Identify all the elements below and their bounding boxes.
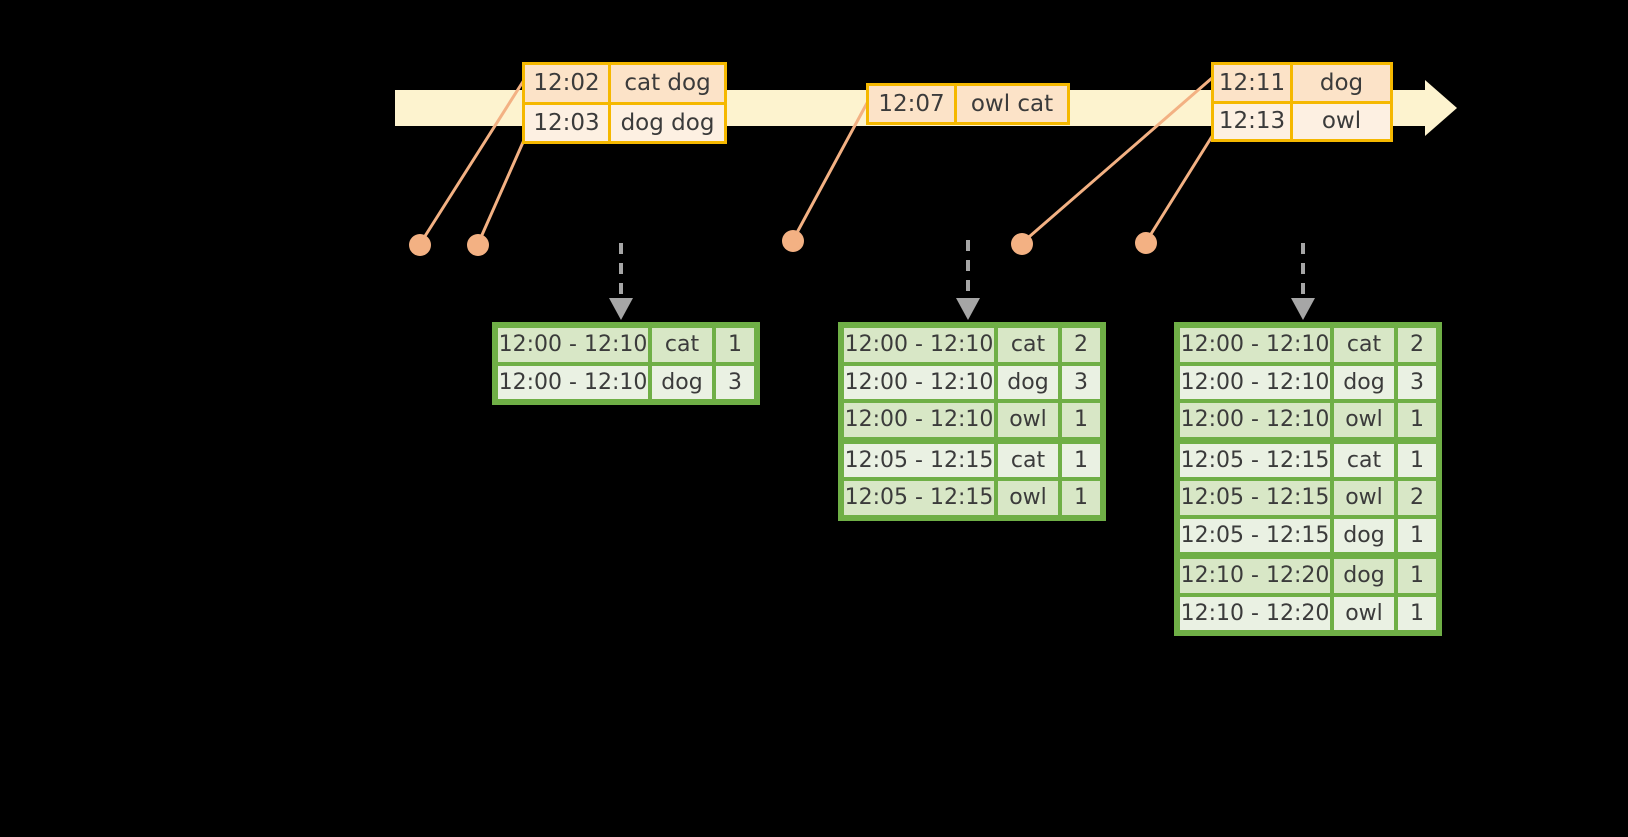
event-words: dog [1293,65,1390,101]
event-dot-5 [1135,232,1157,254]
cell-count: 2 [1397,480,1437,516]
event-time: 12:02 [525,65,611,102]
cell-word: owl [1333,595,1395,631]
event-row: 12:02 cat dog [525,65,724,102]
event-words: dog dog [611,104,724,141]
event-group-2[interactable]: 12:07 owl cat [866,83,1070,125]
event-time: 12:03 [525,104,611,141]
event-words: cat dog [611,65,724,102]
cell-word: dog [1333,558,1395,594]
cell-window: 12:00 - 12:10 [843,327,995,363]
cell-count: 1 [1061,402,1101,438]
cell-window: 12:00 - 12:10 [497,364,649,400]
cell-window: 12:00 - 12:10 [1179,327,1331,363]
cell-count: 3 [1061,364,1101,400]
cell-count: 2 [1061,327,1101,363]
cell-word: cat [651,327,713,363]
cell-window: 12:05 - 12:15 [843,480,995,516]
event-dot-4 [1011,233,1033,255]
cell-count: 3 [1397,364,1437,400]
cell-window: 12:00 - 12:10 [1179,402,1331,438]
cell-count: 1 [1061,480,1101,516]
cell-word: dog [1333,517,1395,553]
cell-word: owl [997,402,1059,438]
event-row: 12:07 owl cat [869,86,1067,122]
event-row: 12:03 dog dog [525,101,724,141]
cell-word: cat [1333,442,1395,478]
event-dot-3 [782,230,804,252]
event-time: 12:11 [1214,65,1293,101]
cell-word: cat [1333,327,1395,363]
timeline-arrowhead [1425,80,1457,136]
event-dot-2 [467,234,489,256]
cell-window: 12:05 - 12:15 [1179,442,1331,478]
event-row: 12:11 dog [1214,65,1390,101]
cell-window: 12:05 - 12:15 [1179,480,1331,516]
event-row: 12:13 owl [1214,100,1390,139]
cell-count: 1 [1397,402,1437,438]
event-group-3[interactable]: 12:11 dog 12:13 owl [1211,62,1393,142]
cell-window: 12:05 - 12:15 [1179,517,1331,553]
cell-word: owl [997,480,1059,516]
cell-count: 1 [715,327,755,363]
cell-count: 1 [1061,442,1101,478]
cell-word: dog [997,364,1059,400]
cell-window: 12:10 - 12:20 [1179,558,1331,594]
cell-window: 12:10 - 12:20 [1179,595,1331,631]
event-words: owl cat [957,86,1067,122]
event-group-1[interactable]: 12:02 cat dog 12:03 dog dog [522,62,727,144]
cell-word: cat [997,442,1059,478]
event-time: 12:07 [869,86,957,122]
cell-window: 12:00 - 12:10 [843,364,995,400]
event-dot-1 [409,234,431,256]
cell-word: cat [997,327,1059,363]
event-time: 12:13 [1214,103,1293,139]
cell-word: owl [1333,480,1395,516]
cell-window: 12:00 - 12:10 [843,402,995,438]
cell-count: 1 [1397,517,1437,553]
cell-count: 3 [715,364,755,400]
cell-window: 12:05 - 12:15 [843,442,995,478]
cell-count: 2 [1397,327,1437,363]
cell-window: 12:00 - 12:10 [497,327,649,363]
cell-word: dog [651,364,713,400]
cell-count: 1 [1397,595,1437,631]
cell-word: owl [1333,402,1395,438]
cell-count: 1 [1397,442,1437,478]
cell-window: 12:00 - 12:10 [1179,364,1331,400]
cell-word: dog [1333,364,1395,400]
event-words: owl [1293,103,1390,139]
cell-count: 1 [1397,558,1437,594]
